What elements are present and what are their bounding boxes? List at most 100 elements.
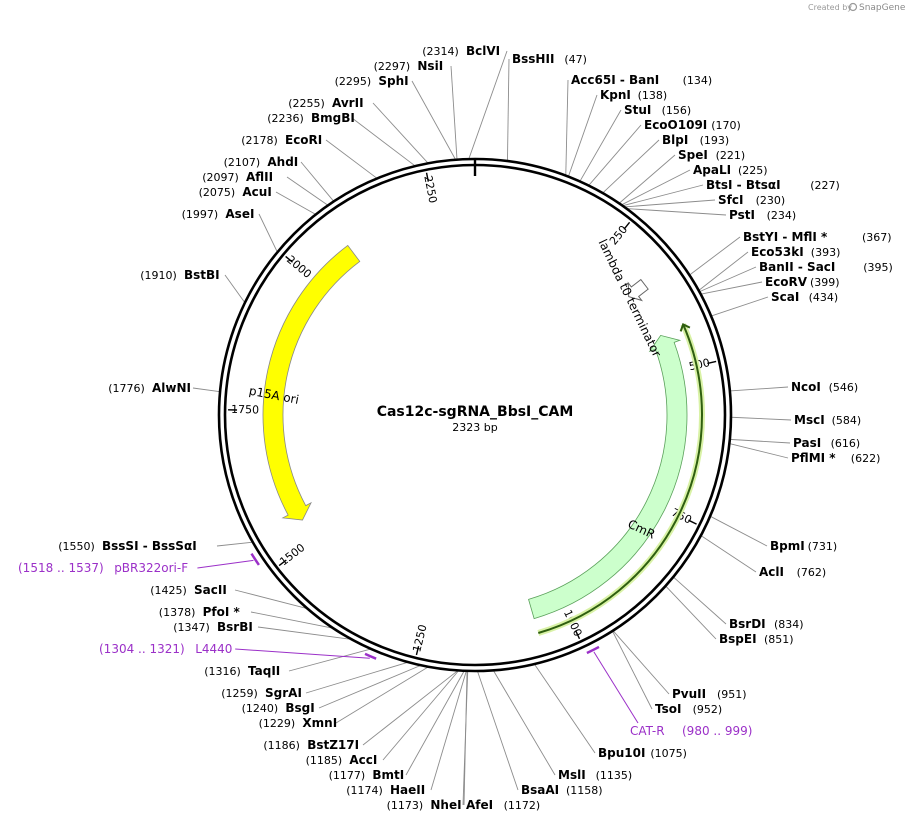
enzyme-position: (1910)	[140, 269, 177, 282]
primer-pbr322ori-f[interactable]: (1518 .. 1537)pBR322ori-F	[18, 552, 260, 575]
enzyme-btsi-bts-i[interactable]: BtsI - BtsαI(227)	[706, 178, 840, 192]
primer-cat-r[interactable]: CAT-R(980 .. 999)	[586, 645, 753, 738]
plasmid-name: Cas12c-sgRNA_BbsI_CAM	[377, 404, 574, 420]
enzyme-bpmi[interactable]: BpmI(731)	[770, 539, 837, 553]
enzyme-sgrai[interactable]: SgrAI(1259)	[221, 686, 302, 700]
enzyme-psti[interactable]: PstI(234)	[729, 208, 796, 222]
enzyme-name: SacII	[194, 583, 227, 597]
enzyme-position: (367)	[862, 231, 892, 244]
enzyme-position: (584)	[832, 414, 862, 427]
enzyme-bclvi[interactable]: BclVI(2314)	[422, 44, 500, 58]
enzyme-name: HaeII	[390, 783, 425, 797]
enzyme-bsrdi[interactable]: BsrDI(834)	[729, 617, 804, 631]
enzyme-afei[interactable]: AfeI(1172)	[466, 798, 540, 812]
enzyme-nhei[interactable]: NheI(1173)	[387, 798, 462, 812]
enzyme-position: (731)	[808, 540, 838, 553]
enzyme-spei[interactable]: SpeI(221)	[678, 148, 745, 162]
enzyme-ecorv[interactable]: EcoRV(399)	[765, 275, 840, 289]
enzyme-acc65i-bani[interactable]: Acc65I - BanI(134)	[571, 73, 712, 87]
enzyme-xmni[interactable]: XmnI(1229)	[259, 716, 338, 730]
enzyme-pasi[interactable]: PasI(616)	[793, 436, 860, 450]
enzyme-bpu10i[interactable]: Bpu10I(1075)	[598, 746, 687, 760]
enzyme-haeii[interactable]: HaeII(1174)	[346, 783, 425, 797]
leader-line	[672, 576, 727, 625]
tick-mark	[285, 255, 293, 263]
enzyme-name: Bpu10I	[598, 746, 645, 760]
primer-leader	[593, 651, 639, 724]
enzyme-msci[interactable]: MscI(584)	[794, 413, 861, 427]
enzyme-name: AflII	[246, 170, 273, 184]
enzyme-kpni[interactable]: KpnI(138)	[600, 88, 667, 102]
enzyme-name: PstI	[729, 208, 755, 222]
leader-line	[622, 184, 704, 207]
enzyme-ecoo109i[interactable]: EcoO109I(170)	[644, 118, 741, 132]
tick-label: 1500	[277, 541, 307, 568]
enzyme-banii-saci[interactable]: BanII - SacI(395)	[759, 260, 893, 274]
enzyme-pvuii[interactable]: PvuII(951)	[672, 687, 747, 701]
leader-line	[565, 79, 569, 176]
enzyme-stui[interactable]: StuI (156)	[624, 103, 691, 117]
enzyme-apali[interactable]: ApaLI(225)	[693, 163, 768, 177]
enzyme-sphi[interactable]: SphI(2295)	[335, 74, 409, 88]
enzyme-tsoi[interactable]: TsoI(952)	[655, 702, 722, 716]
enzyme-ncoi[interactable]: NcoI(546)	[791, 380, 858, 394]
enzyme-position: (951)	[717, 688, 747, 701]
enzyme-bstbi[interactable]: BstBI(1910)	[140, 268, 219, 282]
plasmid-length: 2323 bp	[452, 421, 497, 434]
restriction-sites: BssHII(47) Acc65I - BanI(134)KpnI(138)Stu…	[58, 44, 893, 812]
enzyme-acci[interactable]: AccI(1185)	[306, 753, 378, 767]
leader-line	[192, 387, 221, 393]
enzyme-bsgi[interactable]: BsgI(1240)	[242, 701, 315, 715]
enzyme-bstz17i[interactable]: BstZ17I(1186)	[263, 738, 359, 752]
enzyme-position: (1347)	[173, 621, 210, 634]
feature-label: lambda t0 terminator	[596, 237, 664, 359]
enzyme-nsii[interactable]: NsiI(2297)	[374, 59, 444, 73]
enzyme-bsrbi[interactable]: BsrBI(1347)	[173, 620, 253, 634]
primer-l4440[interactable]: (1304 .. 1321)L4440	[99, 642, 377, 660]
primer-bar	[586, 645, 600, 655]
enzyme-position: (170)	[711, 119, 741, 132]
enzyme-avrii[interactable]: AvrII(2255)	[288, 96, 363, 110]
enzyme-bmti[interactable]: BmtI(1177)	[329, 768, 405, 782]
enzyme-aflii[interactable]: AflII(2097)	[202, 170, 273, 184]
enzyme-ecori[interactable]: EcoRI(2178)	[241, 133, 322, 147]
credit-brand: SnapGene	[859, 3, 906, 13]
enzyme-bsssi-bsss-i[interactable]: BssSI - BssSαI(1550)	[58, 539, 196, 553]
enzyme-name: BssSI - BssSαI	[102, 539, 197, 553]
enzyme-name: StuI	[624, 103, 651, 117]
enzyme-name: ScaI	[771, 290, 799, 304]
enzyme-blpi[interactable]: BlpI(193)	[662, 133, 729, 147]
enzyme-sacii[interactable]: SacII(1425)	[150, 583, 227, 597]
enzyme-alwni[interactable]: AlwNI(1776)	[108, 381, 191, 395]
enzyme-acui[interactable]: AcuI(2075)	[199, 185, 272, 199]
enzyme-taqii[interactable]: TaqII(1316)	[204, 664, 280, 678]
enzyme-acli[interactable]: AclI(762)	[759, 565, 826, 579]
enzyme-scai[interactable]: ScaI(434)	[771, 290, 838, 304]
enzyme-pfoi[interactable]: PfoI *(1378)	[159, 605, 241, 619]
enzyme-bsaai[interactable]: BsaAI(1158)	[521, 783, 603, 797]
leader-line	[626, 208, 727, 216]
enzyme-position: (1776)	[108, 382, 145, 395]
enzyme-asei[interactable]: AseI(1997)	[182, 207, 255, 221]
enzyme-position: (851)	[764, 633, 794, 646]
leader-line	[618, 154, 676, 204]
enzyme-msli[interactable]: MslI(1135)	[558, 768, 632, 782]
feature-lambda-t0-terminator[interactable]: lambda t0 terminator	[596, 237, 664, 359]
enzyme-bspei[interactable]: BspEI(851)	[719, 632, 794, 646]
enzyme-name: AfeI	[466, 798, 493, 812]
enzyme-bmgbi[interactable]: BmgBI(2236)	[267, 111, 355, 125]
enzyme-bstyi-mfli[interactable]: BstYI - MflI *(367)	[743, 230, 892, 244]
leader-line	[700, 281, 763, 295]
enzyme-pflmi[interactable]: PflMI *(622)	[791, 451, 880, 465]
leader-line	[335, 666, 429, 724]
feature-cmr[interactable]: CmR	[528, 323, 705, 636]
enzyme-position: (1259)	[221, 687, 258, 700]
enzyme-ahdi[interactable]: AhdI(2107)	[224, 155, 299, 169]
enzyme-name: PfoI *	[203, 605, 241, 619]
enzyme-position: (156)	[662, 104, 692, 117]
leader-line	[288, 648, 372, 672]
feature-p15a-ori[interactable]: p15A ori	[248, 244, 361, 521]
enzyme-bsshii[interactable]: BssHII(47)	[512, 52, 587, 66]
enzyme-sfci[interactable]: SfcI(230)	[718, 193, 785, 207]
enzyme-eco53ki[interactable]: Eco53kI(393)	[751, 245, 840, 259]
